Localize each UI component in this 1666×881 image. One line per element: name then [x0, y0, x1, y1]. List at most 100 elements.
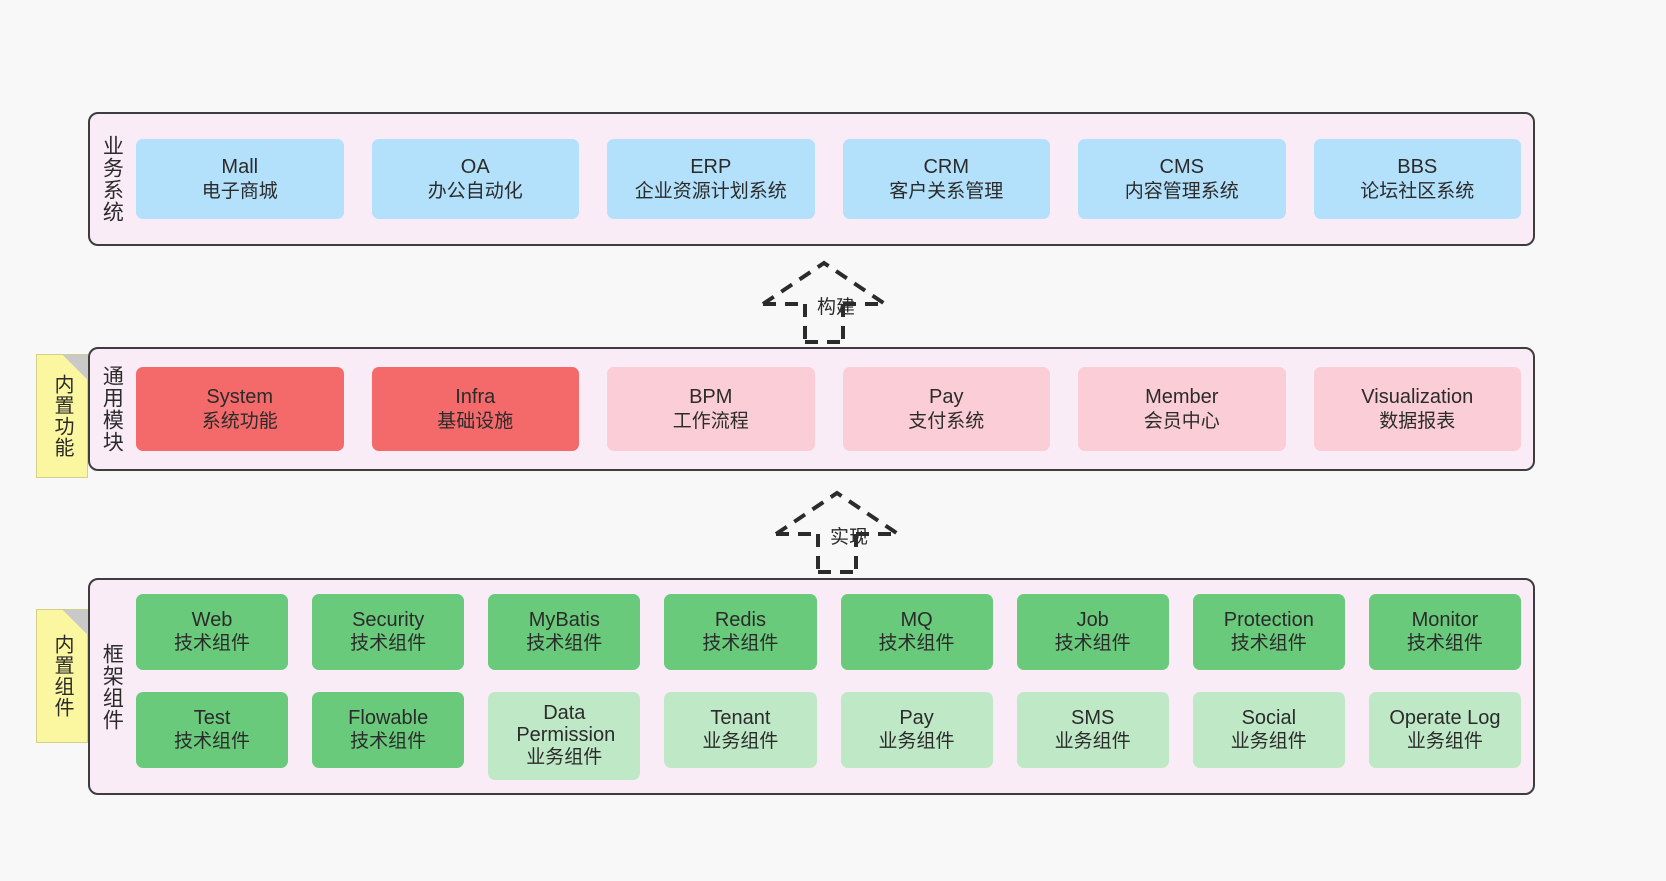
box-title: Data Permission [516, 701, 616, 746]
box-subtitle: 技术组件 [526, 633, 603, 655]
box-subtitle: 技术组件 [702, 633, 779, 655]
box-subtitle: 基础设施 [437, 410, 514, 432]
box-pay[interactable]: Pay 支付系统 [842, 367, 1050, 451]
box-subtitle: 技术组件 [350, 731, 427, 753]
box-subtitle: 会员中心 [1143, 410, 1220, 432]
layer-body-framework-components: Web 技术组件 Security 技术组件 MyBatis 技术组件 Redi… [132, 580, 1533, 793]
box-title: OA [460, 156, 490, 179]
box-system[interactable]: System 系统功能 [136, 367, 344, 451]
box-row: System 系统功能 Infra 基础设施 BPM 工作流程 Pay 支付系统… [136, 367, 1521, 451]
box-tenant[interactable]: Tenant 业务组件 [664, 691, 817, 768]
layer-title-framework-components: 框架组件 [100, 642, 124, 731]
box-job[interactable]: Job 技术组件 [1016, 593, 1169, 670]
layer-title-business-systems: 业务系统 [100, 135, 124, 223]
box-subtitle: 技术组件 [174, 731, 251, 753]
box-subtitle: 工作流程 [672, 410, 749, 432]
box-title: System [206, 386, 274, 409]
box-title: Protection [1223, 608, 1314, 631]
box-title: Member [1145, 386, 1219, 409]
box-subtitle: 业务组件 [526, 747, 603, 769]
connector-label-build: 构建 [817, 297, 856, 318]
box-cms[interactable]: CMS 内容管理系统 [1078, 139, 1286, 219]
box-title: MQ [900, 608, 933, 631]
box-title: Social [1241, 706, 1297, 729]
layer-body-business-systems: Mall 电子商城 OA 办公自动化 ERP 企业资源计划系统 CRM 客户关系… [132, 114, 1533, 244]
box-mq[interactable]: MQ 技术组件 [840, 593, 993, 670]
box-row: Mall 电子商城 OA 办公自动化 ERP 企业资源计划系统 CRM 客户关系… [136, 139, 1521, 219]
note-tab-builtin-feature: 内置功能 [36, 354, 88, 478]
box-row-business: Test 技术组件 Flowable 技术组件 Data Permission … [136, 691, 1521, 780]
box-subtitle: 技术组件 [174, 633, 251, 655]
connector-label-implement: 实现 [830, 527, 869, 548]
layer-common-modules: 通用模块 System 系统功能 Infra 基础设施 BPM 工作流程 Pay… [88, 347, 1535, 471]
box-title: Operate Log [1389, 706, 1501, 729]
box-title: Web [191, 608, 233, 631]
box-mall[interactable]: Mall 电子商城 [136, 139, 344, 219]
box-oa[interactable]: OA 办公自动化 [371, 139, 579, 219]
box-erp[interactable]: ERP 企业资源计划系统 [607, 139, 815, 219]
folded-corner-icon [63, 610, 87, 634]
box-title: Tenant [710, 706, 771, 729]
box-security[interactable]: Security 技术组件 [312, 593, 465, 670]
box-subtitle: 业务组件 [1054, 731, 1131, 753]
box-subtitle: 客户关系管理 [889, 180, 1004, 202]
box-title: Visualization [1361, 386, 1474, 409]
box-subtitle: 内容管理系统 [1124, 180, 1239, 202]
box-protection[interactable]: Protection 技术组件 [1192, 593, 1345, 670]
dashed-generalization-arrow-icon [761, 260, 887, 344]
box-title: Pay [899, 706, 934, 729]
box-title: ERP [690, 156, 732, 179]
box-subtitle: 数据报表 [1379, 410, 1456, 432]
layer-framework-components: 框架组件 Web 技术组件 Security 技术组件 MyBatis 技术组件… [88, 578, 1535, 795]
box-subtitle: 技术组件 [1054, 633, 1131, 655]
box-redis[interactable]: Redis 技术组件 [664, 593, 817, 670]
connector-build: 构建 [755, 258, 905, 344]
box-subtitle: 电子商城 [201, 180, 278, 202]
box-title: Pay [929, 386, 964, 409]
box-subtitle: 技术组件 [350, 633, 427, 655]
box-test[interactable]: Test 技术组件 [136, 691, 289, 768]
connector-implement: 实现 [768, 488, 918, 574]
box-title: BBS [1397, 156, 1438, 179]
box-subtitle: 业务组件 [878, 731, 955, 753]
box-data-permission[interactable]: Data Permission 业务组件 [488, 691, 641, 780]
box-bpm[interactable]: BPM 工作流程 [607, 367, 815, 451]
box-title: CMS [1159, 156, 1204, 179]
box-crm[interactable]: CRM 客户关系管理 [842, 139, 1050, 219]
layer-body-common-modules: System 系统功能 Infra 基础设施 BPM 工作流程 Pay 支付系统… [132, 349, 1533, 469]
box-member[interactable]: Member 会员中心 [1078, 367, 1286, 451]
box-bbs[interactable]: BBS 论坛社区系统 [1313, 139, 1521, 219]
box-title: Test [193, 706, 231, 729]
box-subtitle: 业务组件 [1230, 731, 1307, 753]
box-title: Security [352, 608, 425, 631]
box-title: Mall [221, 156, 259, 179]
box-pay-business[interactable]: Pay 业务组件 [840, 691, 993, 768]
layer-business-systems: 业务系统 Mall 电子商城 OA 办公自动化 ERP 企业资源计划系统 CRM… [88, 112, 1535, 246]
box-mybatis[interactable]: MyBatis 技术组件 [488, 593, 641, 670]
dashed-generalization-arrow-icon [774, 490, 900, 574]
box-web[interactable]: Web 技术组件 [136, 593, 289, 670]
box-subtitle: 系统功能 [201, 410, 278, 432]
box-operate-log[interactable]: Operate Log 业务组件 [1368, 691, 1521, 768]
box-subtitle: 论坛社区系统 [1360, 180, 1475, 202]
box-title: Infra [455, 386, 496, 409]
box-subtitle: 技术组件 [1406, 633, 1483, 655]
box-sms[interactable]: SMS 业务组件 [1016, 691, 1169, 768]
box-flowable[interactable]: Flowable 技术组件 [312, 691, 465, 768]
box-subtitle: 技术组件 [1230, 633, 1307, 655]
box-title: CRM [923, 156, 970, 179]
note-tab-builtin-component: 内置组件 [36, 609, 88, 743]
box-visualization[interactable]: Visualization 数据报表 [1313, 367, 1521, 451]
box-title: Monitor [1411, 608, 1479, 631]
box-title: Job [1076, 608, 1109, 631]
box-subtitle: 支付系统 [908, 410, 985, 432]
box-infra[interactable]: Infra 基础设施 [371, 367, 579, 451]
box-row-technical: Web 技术组件 Security 技术组件 MyBatis 技术组件 Redi… [136, 593, 1521, 670]
box-title: Redis [714, 608, 766, 631]
box-title: BPM [689, 386, 733, 409]
box-social[interactable]: Social 业务组件 [1192, 691, 1345, 768]
box-title: SMS [1071, 706, 1115, 729]
box-monitor[interactable]: Monitor 技术组件 [1368, 593, 1521, 670]
box-subtitle: 办公自动化 [427, 180, 523, 202]
